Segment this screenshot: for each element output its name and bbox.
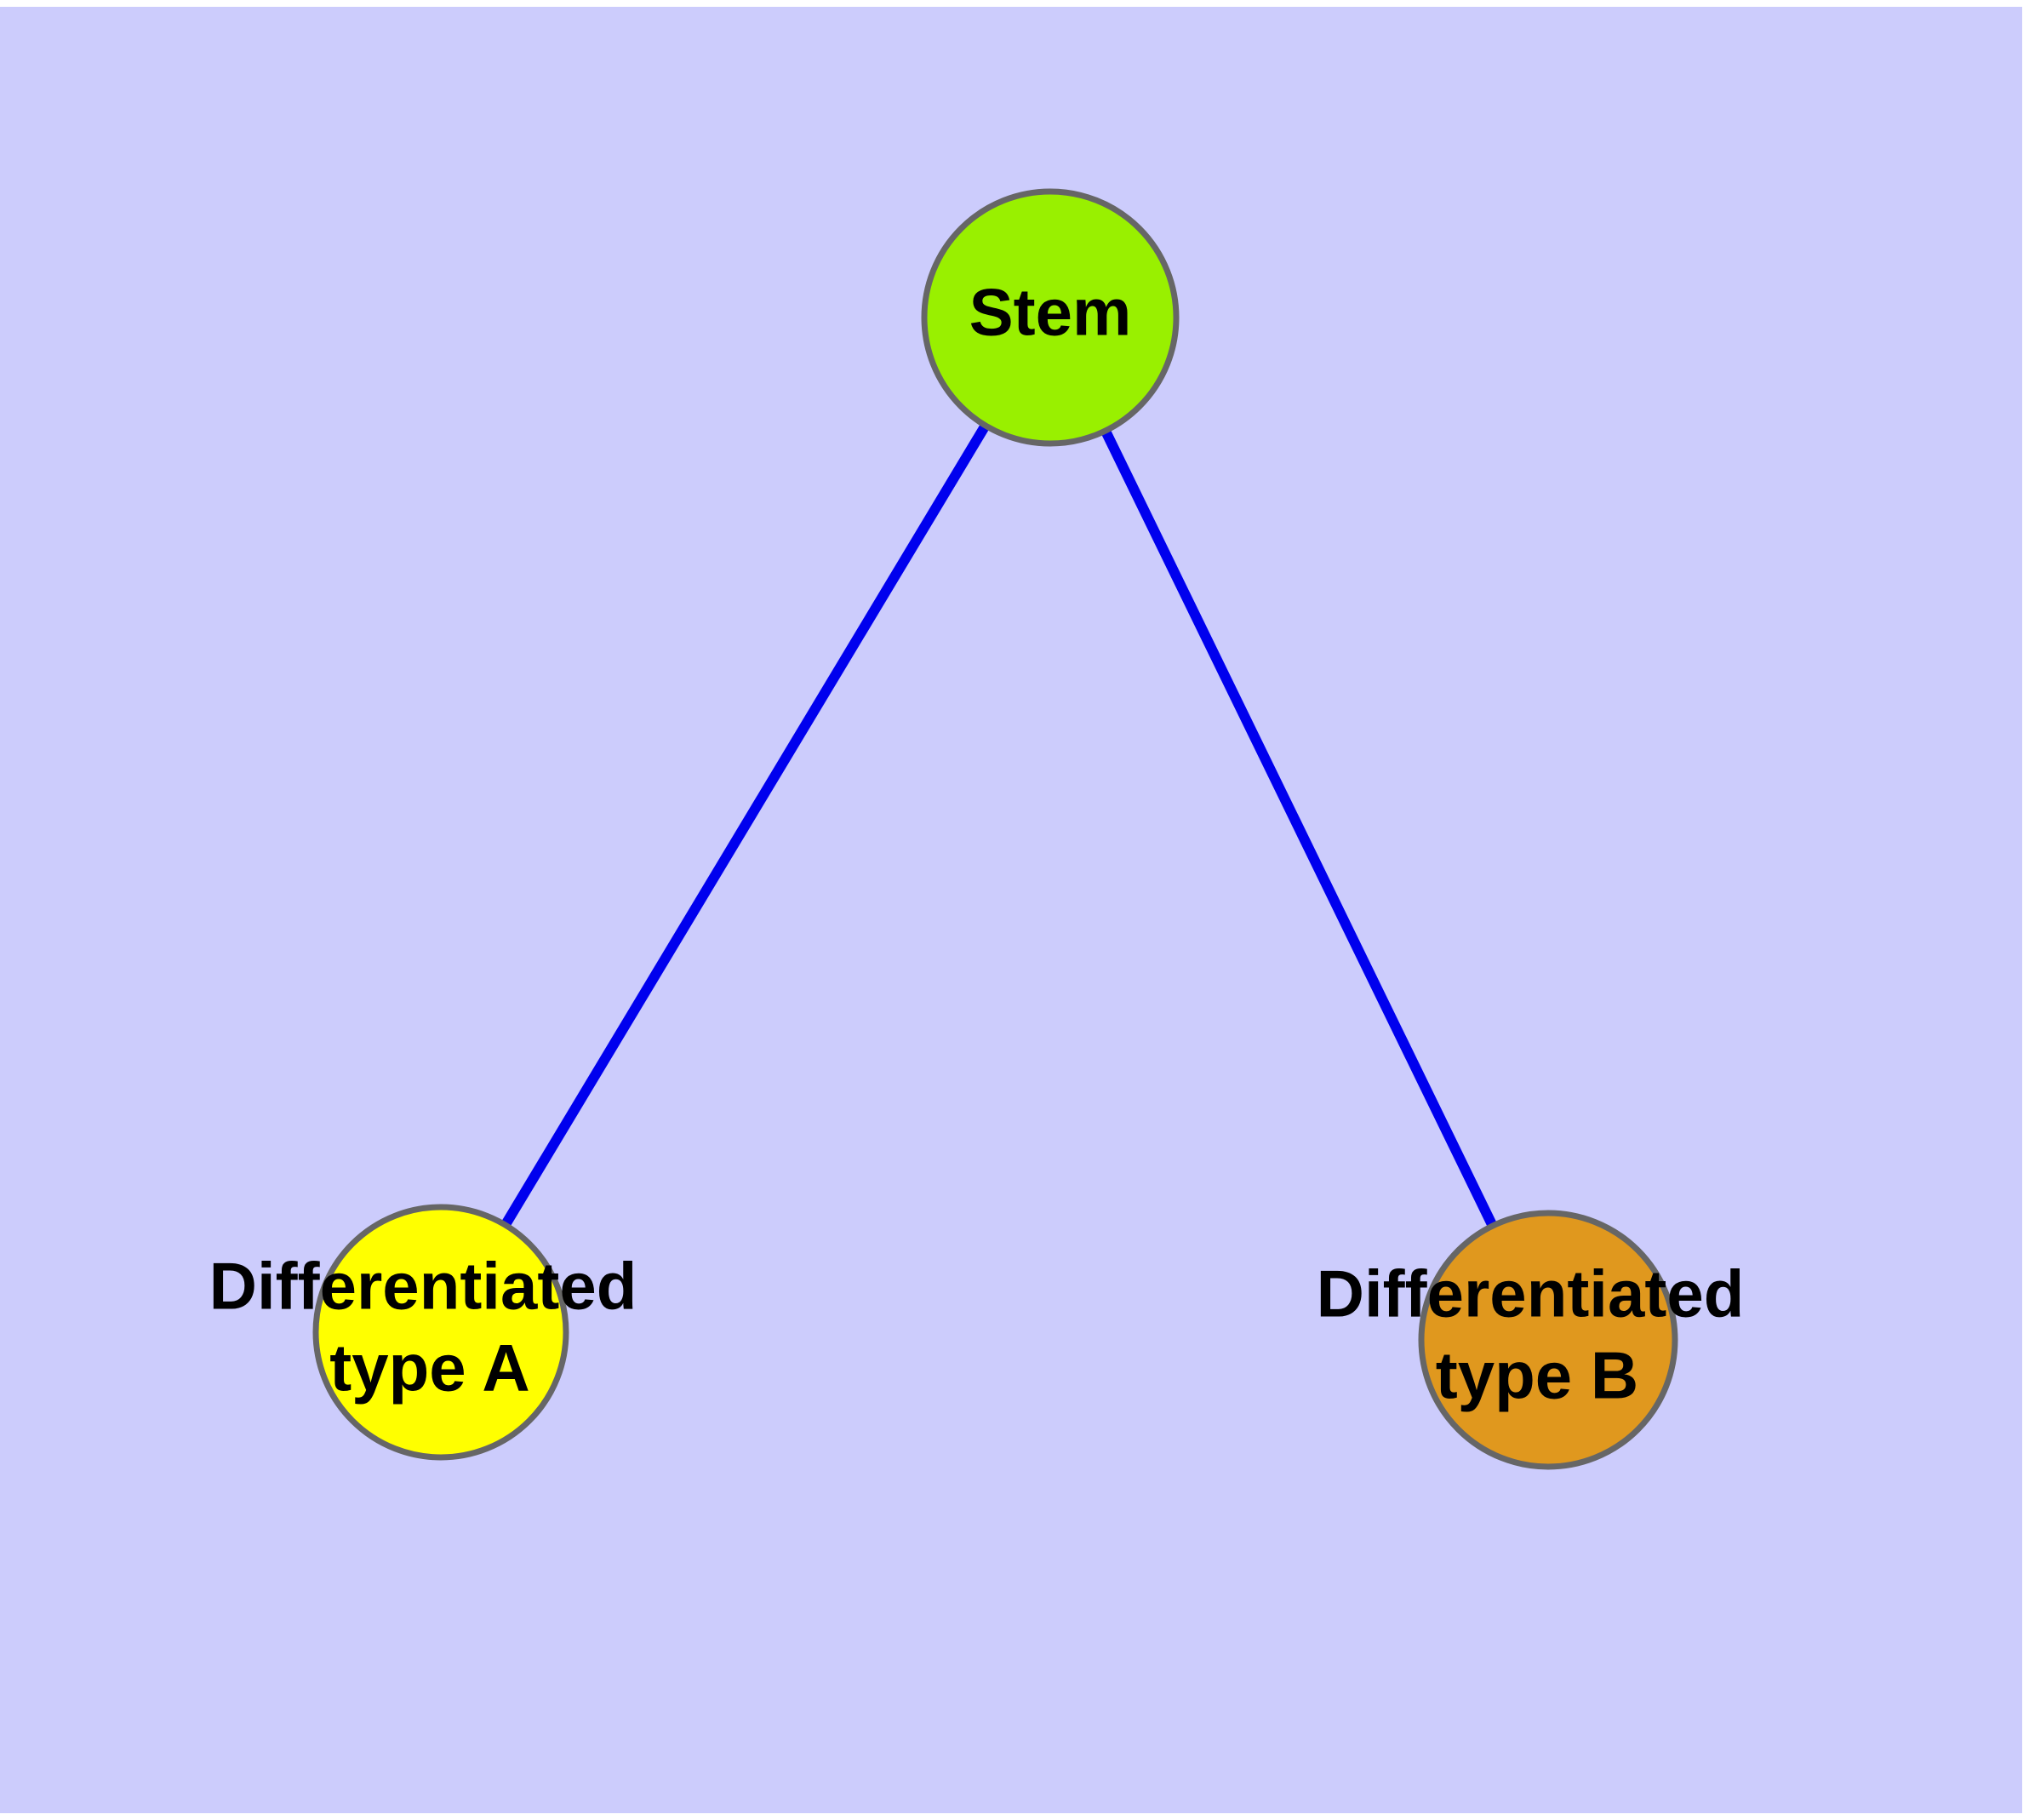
node-differentiated-type-b-label-line1: Differentiated bbox=[1317, 1256, 1745, 1331]
node-stem-circle[interactable] bbox=[921, 188, 1180, 447]
node-stem[interactable] bbox=[921, 188, 1180, 447]
node-differentiated-type-a-label-line2: type A bbox=[329, 1331, 530, 1405]
diagram-plot-area: Stem Differentiated type A Differentiate… bbox=[0, 7, 2022, 1813]
node-differentiated-type-a[interactable] bbox=[312, 1204, 569, 1461]
node-differentiated-type-b-label-line2: type B bbox=[1436, 1338, 1638, 1413]
node-differentiated-type-b-circle[interactable] bbox=[1418, 1210, 1678, 1470]
graph-svg: Stem Differentiated type A Differentiate… bbox=[209, 188, 1745, 1470]
edge-stem-to-differentiated-type-b[interactable] bbox=[1099, 425, 1499, 1232]
label-layer: Stem Differentiated type A Differentiate… bbox=[209, 275, 1745, 1413]
edge-layer bbox=[499, 420, 1499, 1232]
node-differentiated-type-b[interactable] bbox=[1418, 1210, 1678, 1470]
node-differentiated-type-a-label-line1: Differentiated bbox=[209, 1249, 637, 1324]
node-stem-label: Stem bbox=[969, 275, 1132, 350]
node-differentiated-type-a-circle[interactable] bbox=[312, 1204, 569, 1461]
edge-stem-to-differentiated-type-a[interactable] bbox=[499, 420, 992, 1231]
